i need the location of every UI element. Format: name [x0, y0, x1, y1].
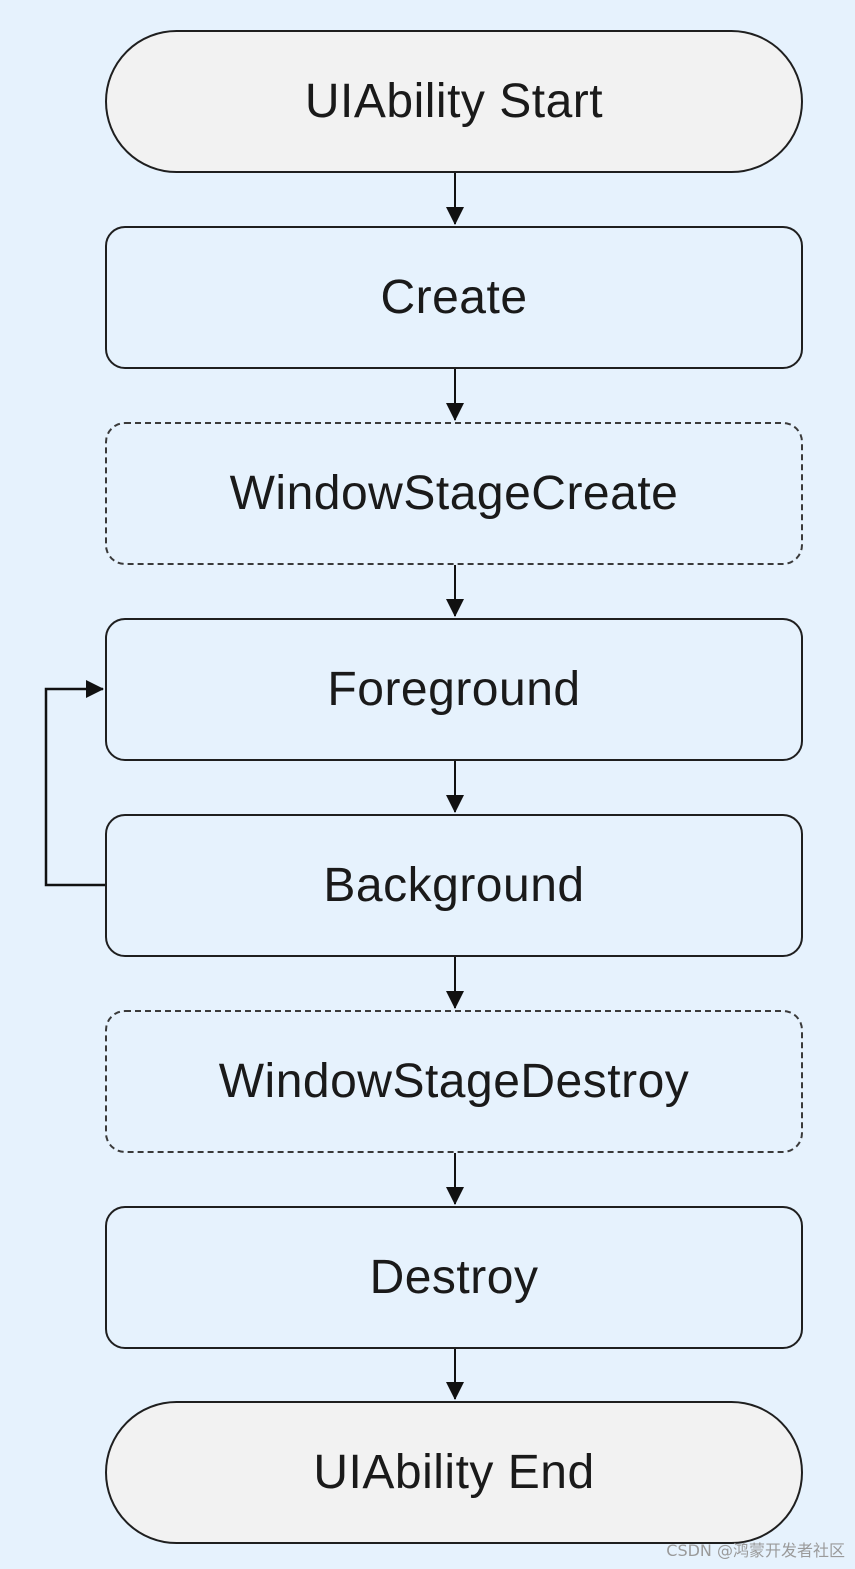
node-background: Background [105, 814, 803, 957]
node-label: WindowStageDestroy [218, 1055, 690, 1108]
node-label: Destroy [369, 1251, 539, 1304]
node-windowstagedestroy: WindowStageDestroy [105, 1010, 803, 1153]
arrow-background-to-foreground-loop [44, 680, 105, 887]
node-uiability-end: UIAbility End [105, 1401, 803, 1544]
node-destroy: Destroy [105, 1206, 803, 1349]
node-label: Create [380, 271, 528, 324]
node-label: WindowStageCreate [229, 467, 679, 520]
node-windowstagecreate: WindowStageCreate [105, 422, 803, 565]
node-create: Create [105, 226, 803, 369]
node-uiability-start: UIAbility Start [105, 30, 803, 173]
node-label: Background [323, 859, 585, 912]
watermark: CSDN @鸿蒙开发者社区 [666, 1541, 845, 1560]
node-label: Foreground [327, 663, 581, 716]
node-foreground: Foreground [105, 618, 803, 761]
node-label: UIAbility Start [304, 75, 604, 128]
node-label: UIAbility End [313, 1446, 595, 1499]
